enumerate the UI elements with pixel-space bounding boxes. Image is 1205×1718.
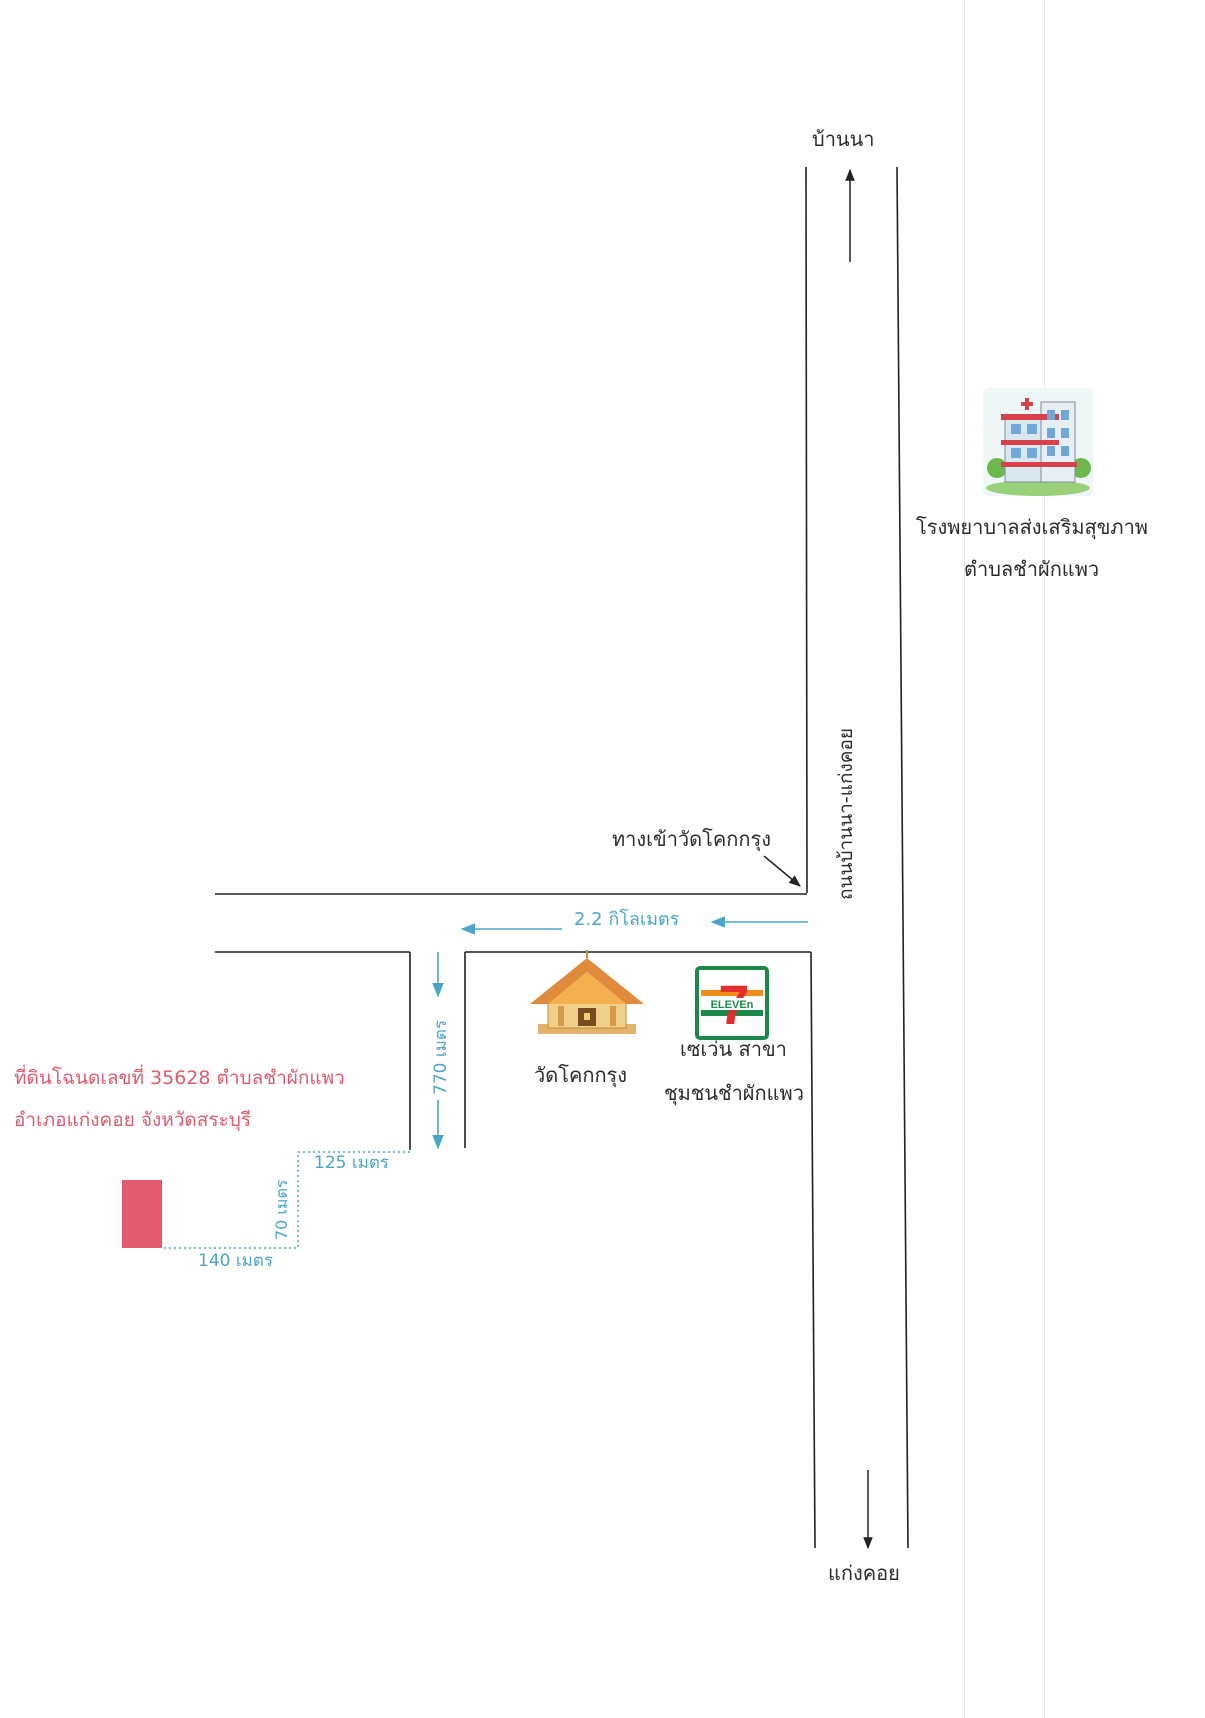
store-name-line2: ชุมชนชำผักแพว xyxy=(664,1081,804,1105)
land-parcel xyxy=(122,1180,162,1248)
temple-name-label: วัดโคกกรุง xyxy=(534,1063,628,1087)
lane-distance-label: 770 เมตร xyxy=(431,1020,451,1095)
page-margin-line xyxy=(964,0,965,1718)
dotted-path xyxy=(164,1151,410,1249)
north-destination-label: บ้านนา xyxy=(812,127,875,151)
main-road-label: ถนนบ้านนา-แก่งคอย xyxy=(835,728,857,900)
land-title-line2: อำเภอแก่งคอย จังหวัดสระบุรี xyxy=(14,1109,252,1131)
entrance-pointer-arrow xyxy=(763,855,801,887)
hospital-icon xyxy=(983,388,1093,496)
store-name-line1: เซเว่น สาขา xyxy=(680,1037,787,1061)
side-road-distance-label: 2.2 กิโลเมตร xyxy=(574,909,680,930)
temple-icon xyxy=(530,950,644,1034)
main-road xyxy=(805,166,909,1549)
seven-eleven-icon: 7 ELEVEn xyxy=(695,966,769,1040)
south-destination-label: แก่งคอย xyxy=(828,1561,900,1585)
hospital-name-line2: ตำบลชำผักแพว xyxy=(964,557,1100,581)
seven-eleven-word: ELEVEn xyxy=(711,999,754,1011)
side-road xyxy=(215,893,811,953)
lane-road xyxy=(409,952,466,1150)
hospital-name-line1: โรงพยาบาลส่งเสริมสุขภาพ xyxy=(916,515,1148,539)
path-distance-b-label: 70 เมตร xyxy=(272,1179,291,1240)
path-distance-c-label: 140 เมตร xyxy=(198,1251,274,1271)
page-margin-line xyxy=(1044,0,1045,1718)
path-distance-a-label: 125 เมตร xyxy=(314,1153,390,1173)
land-title-line1: ที่ดินโฉนดเลขที่ 35628 ตำบลชำผักแพว xyxy=(14,1067,345,1089)
entrance-label: ทางเข้าวัดโคกกรุง xyxy=(612,827,771,851)
